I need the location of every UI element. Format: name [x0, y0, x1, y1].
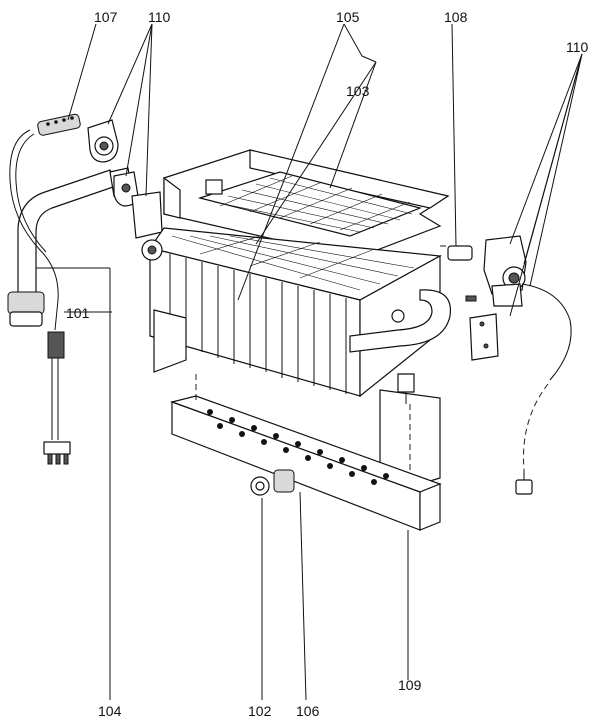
- burner-bar: [169, 395, 442, 531]
- label-110-right: 110: [566, 39, 589, 55]
- callout-labels: 107 110 105 108 110 103 101 104 102 106 …: [66, 9, 589, 719]
- label-105: 105: [336, 9, 360, 25]
- right-sensor-assembly: [447, 235, 572, 495]
- label-104: 104: [98, 703, 122, 719]
- label-102: 102: [248, 703, 272, 719]
- leader-lines: [36, 23, 583, 701]
- label-109: 109: [398, 677, 422, 693]
- label-110-top: 110: [148, 9, 171, 25]
- label-107: 107: [94, 9, 118, 25]
- assembly-guide-lines: [195, 245, 470, 470]
- left-sensor-wiring: [9, 113, 81, 465]
- label-108: 108: [444, 9, 468, 25]
- heat-exchanger: [141, 149, 452, 491]
- label-106: 106: [296, 703, 320, 719]
- label-103: 103: [346, 83, 370, 99]
- label-101: 101: [66, 305, 90, 321]
